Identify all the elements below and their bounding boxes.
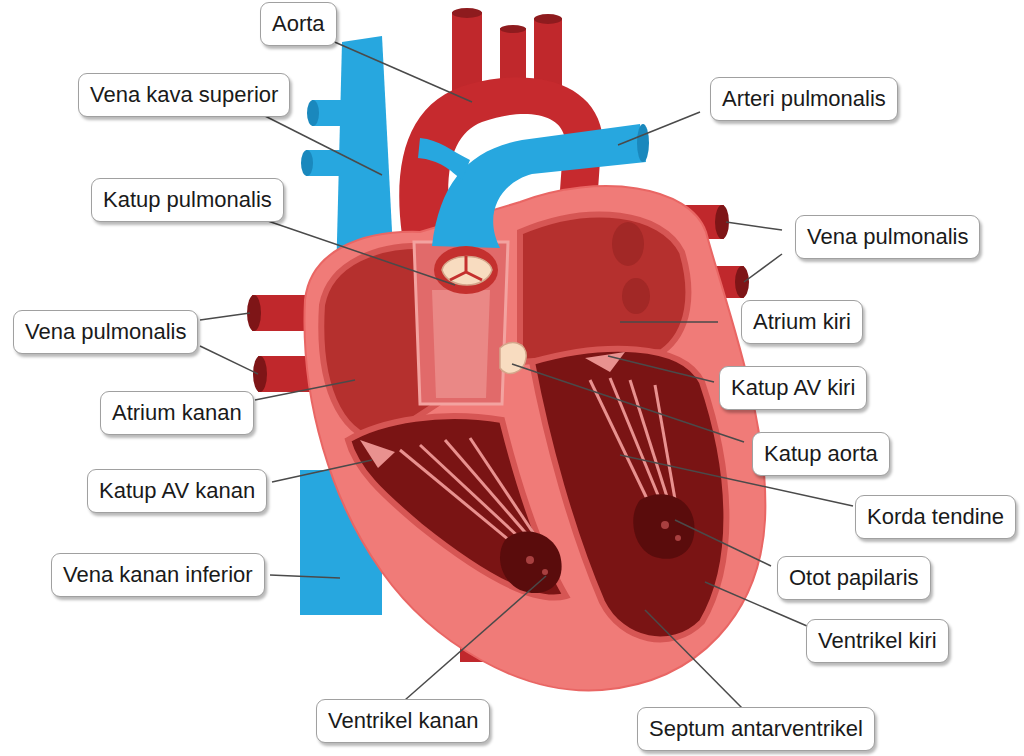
aortic-valve xyxy=(500,343,526,374)
part-label: Vena pulmonalis xyxy=(807,224,968,249)
vessel-end xyxy=(253,356,267,392)
dot xyxy=(542,569,548,575)
mitral-valve xyxy=(585,352,625,372)
part-label: Ventrikel kanan xyxy=(328,708,478,733)
left-ventricle xyxy=(532,349,726,640)
root-inner xyxy=(432,290,490,398)
callout-box: Vena kanan inferior xyxy=(51,553,265,597)
callout-box: Arteri pulmonalis xyxy=(710,77,898,121)
part-label: Katup pulmonalis xyxy=(103,187,272,212)
callout-box: Vena kava superior xyxy=(78,73,290,117)
callout-box: Katup AV kanan xyxy=(87,469,267,513)
heart-wall xyxy=(304,186,765,690)
part-label: Septum antarventrikel xyxy=(649,716,863,741)
vessel-end xyxy=(500,25,526,33)
vein-end xyxy=(301,150,313,176)
callout-box: Katup aorta xyxy=(752,432,890,476)
papillary-muscle xyxy=(500,532,562,594)
part-label: Ventrikel kiri xyxy=(818,628,937,653)
callout-box: Vena pulmonalis xyxy=(795,215,980,259)
part-label: Otot papilaris xyxy=(789,565,919,590)
pulmonary-artery xyxy=(432,124,646,248)
tricuspid-valve xyxy=(360,440,395,468)
dot xyxy=(675,535,681,541)
vein-opening xyxy=(622,278,650,314)
callout-box: Septum antarventrikel xyxy=(637,707,875,751)
callout-box: Aorta xyxy=(260,2,337,46)
part-label: Vena kava superior xyxy=(90,82,278,107)
callout-box: Atrium kanan xyxy=(100,391,254,435)
part-label: Vena kanan inferior xyxy=(63,562,253,587)
valve-ring xyxy=(434,246,498,294)
part-label: Katup aorta xyxy=(764,441,878,466)
dot xyxy=(526,556,534,564)
callout-box: Katup pulmonalis xyxy=(91,178,284,222)
callout-box: Atrium kiri xyxy=(741,300,863,344)
callout-box: Ventrikel kanan xyxy=(316,699,490,743)
vessel-end xyxy=(735,266,749,298)
callout-box: Ventrikel kiri xyxy=(806,619,949,663)
vessel-end xyxy=(637,124,649,162)
left-atrium xyxy=(520,215,688,362)
vessel-end xyxy=(452,8,482,18)
aortic-root xyxy=(414,242,508,404)
callout-box: Korda tendine xyxy=(855,495,1016,539)
callout-box: Otot papilaris xyxy=(777,556,931,600)
right-ventricle xyxy=(348,416,566,597)
part-label: Katup AV kiri xyxy=(731,375,855,400)
valve-seam xyxy=(450,256,482,280)
dot xyxy=(661,521,669,529)
part-label: Katup AV kanan xyxy=(99,478,255,503)
callout-box: Vena pulmonalis xyxy=(13,310,198,354)
pulmonary-valve xyxy=(442,257,492,286)
vein-opening xyxy=(612,222,644,266)
pulmonary-branch xyxy=(418,138,470,180)
part-label: Arteri pulmonalis xyxy=(722,86,886,111)
part-label: Atrium kanan xyxy=(112,400,242,425)
vessel-end xyxy=(534,14,562,24)
papillary-muscle xyxy=(633,494,694,558)
vein-end xyxy=(307,100,319,126)
callout-box: Katup AV kiri xyxy=(719,366,867,410)
part-label: Korda tendine xyxy=(867,504,1004,529)
part-label: Aorta xyxy=(272,11,325,36)
part-label: Vena pulmonalis xyxy=(25,319,186,344)
part-label: Atrium kiri xyxy=(753,309,851,334)
